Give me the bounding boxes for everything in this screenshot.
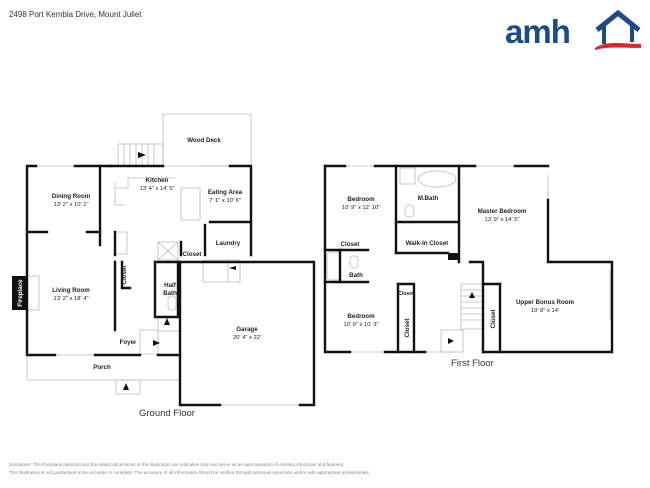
room-bedroom-1-label: Bedroom <box>347 196 375 203</box>
amh-logo: amh <box>505 8 641 52</box>
room-bonus-closet-label: Closet <box>490 310 497 329</box>
room-small-closet-label: Closet <box>398 291 414 297</box>
room-upper-bonus-room-label: Upper Bonus Room <box>516 299 575 306</box>
room-half-bath-label-2: Bath <box>163 290 177 297</box>
room-walk-in-closet-label: Walk-In Closet <box>406 240 448 247</box>
house-logo-icon <box>595 9 641 50</box>
room-garage-label: Garage <box>236 326 258 333</box>
room-upper-bonus-room-dims: 19' 8" x 14' <box>531 308 559 314</box>
fireplace-label: Fireplace <box>17 279 24 307</box>
room-living-room-dims: 13' 2" x 18' 4" <box>53 296 88 302</box>
first-floor-label: First Floor <box>451 358 494 369</box>
room-bedroom-closet-label: Closet <box>404 319 411 338</box>
room-bath-label: Bath <box>349 272 363 279</box>
logo-wordmark: amh <box>505 13 571 50</box>
room-porch-label: Porch <box>93 364 111 371</box>
room-bedroom-1-dims: 10' 9" x 12' 10" <box>342 205 380 211</box>
room-foyer-label: Foyer <box>120 339 137 346</box>
room-bedroom-2-label: Bedroom <box>347 313 375 320</box>
room-half-bath-label: Half <box>164 282 177 289</box>
room-eating-area-label: Eating Area <box>208 189 243 196</box>
room-master-bedroom-dims: 13' 9" x 14' 5" <box>484 217 519 223</box>
room-eating-area-dims: 7' 1" x 10' 6" <box>209 198 241 204</box>
disclaimer-line-2: This illustration is not guaranteed to b… <box>9 470 370 475</box>
room-living-closet-label: Closet <box>121 266 128 285</box>
room-wood-deck-label: Wood Deck <box>187 137 221 144</box>
room-dining-room-label: Dining Room <box>52 193 91 200</box>
room-master-bedroom-label: Master Bedroom <box>478 208 527 215</box>
ground-floor-label: Ground Floor <box>139 408 195 419</box>
room-garage-dims: 20' 4" x 22' <box>233 335 261 341</box>
room-kitchen-label: Kitchen <box>146 177 169 184</box>
room-dining-room-dims: 13' 2" x 10' 1" <box>53 202 88 208</box>
room-kitchen-dims: 13' 4" x 14' 5" <box>139 186 174 192</box>
fireplace-block <box>12 276 27 310</box>
room-laundry-label: Laundry <box>216 240 241 247</box>
room-living-room-label: Living Room <box>52 287 90 294</box>
room-bedroom-2-dims: 10' 9" x 10' 3" <box>343 322 378 328</box>
room-closet-label: Closet <box>183 251 202 258</box>
disclaimer-line-1: Disclaimer: The floorplans depicted and … <box>9 462 345 467</box>
property-address: 2498 Port Kembla Drive, Mount Juliet <box>9 10 142 19</box>
room-closet-label: Closet <box>341 241 360 248</box>
room-m-bath-label: M.Bath <box>418 195 439 202</box>
